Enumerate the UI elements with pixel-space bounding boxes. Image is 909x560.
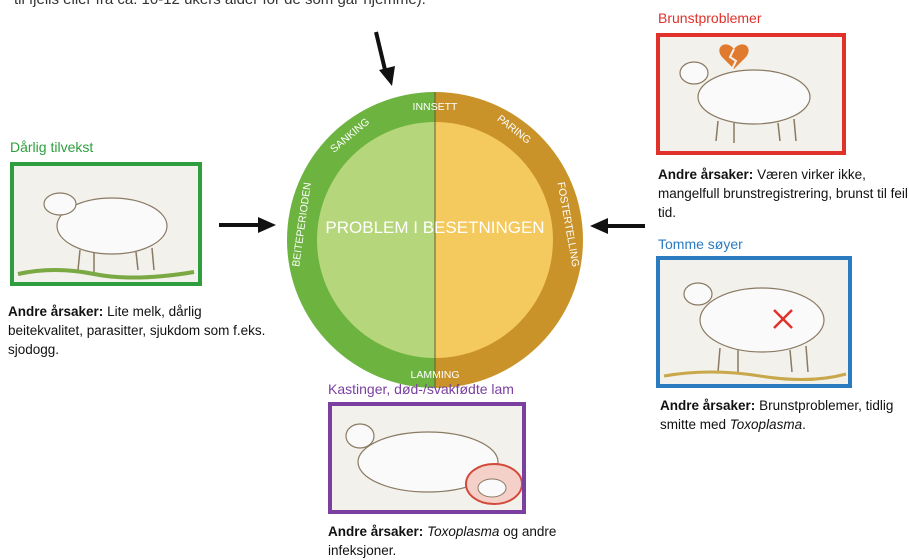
sheep-image-frame-heat — [656, 33, 846, 155]
caption-italic: Toxoplasma — [427, 524, 499, 539]
caption-abortion: Andre årsaker: Toxoplasma og andre infek… — [328, 522, 618, 560]
dead-lamb-icon — [466, 464, 522, 504]
card-title-abortion: Kastinger, død-/svakfødte lam — [328, 381, 514, 397]
sheep-icon — [660, 260, 848, 384]
card-title-empty: Tomme søyer — [658, 236, 743, 252]
sheep-icon — [660, 37, 842, 151]
card-title-growth: Dårlig tilvekst — [10, 139, 93, 155]
caption-label: Andre årsaker: — [658, 167, 753, 182]
caption-end: . — [802, 417, 806, 432]
card-title-heat: Brunstproblemer — [658, 10, 762, 26]
segment-lamming: LAMMING — [410, 369, 459, 381]
sheep-icon — [332, 406, 522, 510]
sheep-image-frame-abortion — [328, 402, 526, 514]
sheep-icon — [14, 166, 198, 282]
caption-label: Andre årsaker: — [8, 304, 103, 319]
caption-heat: Andre årsaker: Væren virker ikke, mangel… — [658, 165, 908, 222]
broken-heart-icon — [719, 44, 748, 69]
sheep-image-frame-empty — [656, 256, 852, 388]
caption-growth: Andre årsaker: Lite melk, dårlig beitekv… — [8, 302, 266, 359]
caption-label: Andre årsaker: — [328, 524, 423, 539]
caption-empty: Andre årsaker: Brunstproblemer, tidlig s… — [660, 396, 908, 434]
caption-label: Andre årsaker: — [660, 398, 755, 413]
caption-italic: Toxoplasma — [730, 417, 802, 432]
cycle-center-label: PROBLEM I BESETNINGEN — [325, 218, 544, 237]
segment-innsett: INNSETT — [413, 101, 459, 113]
sheep-image-frame-growth — [10, 162, 202, 286]
